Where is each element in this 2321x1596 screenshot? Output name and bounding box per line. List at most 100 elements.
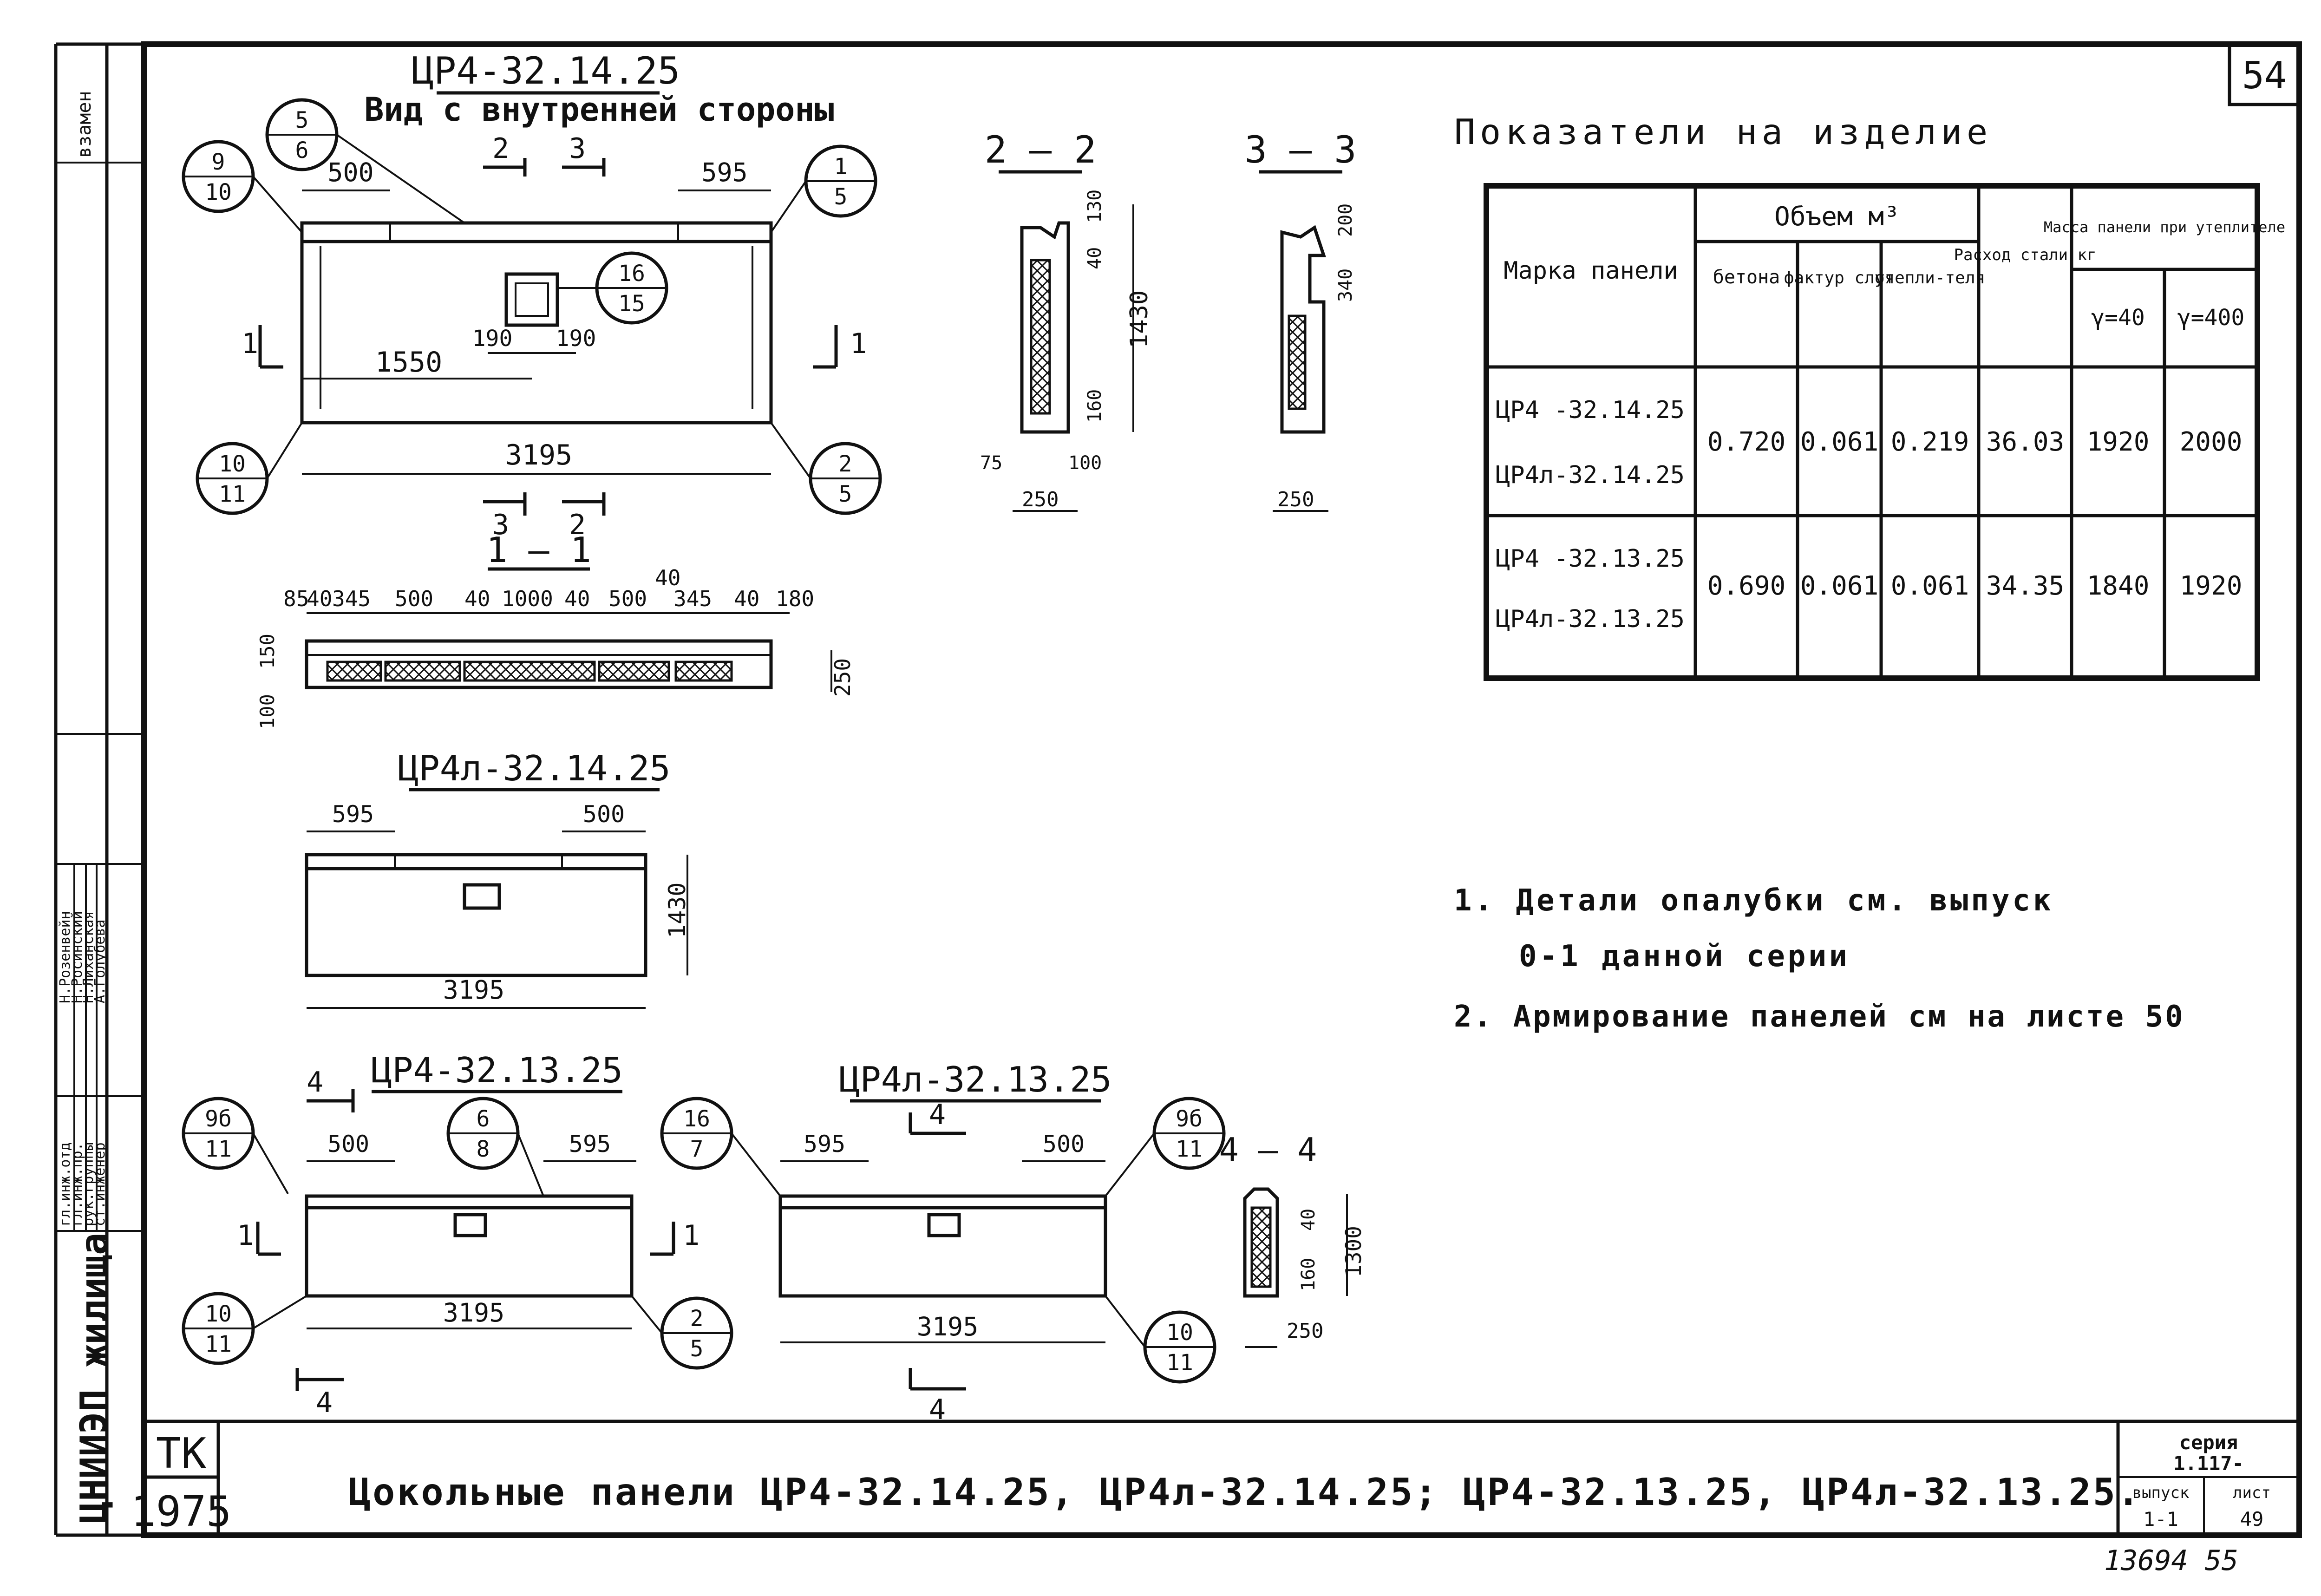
title-block: TK 1975 Цокольные панели ЦР4-32.14.25, Ц…	[131, 1421, 2299, 1536]
signature-name-3: Н.Лиханская	[80, 911, 97, 1003]
s11-dim-7: 500	[608, 586, 647, 611]
main-sec1-left: 1	[242, 327, 258, 360]
callout-main-d-top: 16	[618, 261, 645, 287]
section-2-2: 2 — 2 130 40 1430 160 75 100 250	[980, 128, 1153, 512]
main-panel-view: ЦР4-32.14.25 Вид с внутренней стороны 50…	[182, 49, 882, 541]
row1-steel: 36.03	[1986, 427, 2065, 457]
section-4-4-title: 4 — 4	[1219, 1131, 1317, 1169]
callout-main-b-bottom: 10	[205, 179, 232, 205]
callout-main-a-top: 5	[295, 107, 309, 133]
s22-dim-top: 130	[1084, 190, 1105, 223]
panel-13-dim-right: 595	[569, 1131, 611, 1158]
hdr-g40: γ=40	[2091, 305, 2145, 331]
s11-dim-0: 85	[283, 586, 309, 611]
s22-dim-left: 75	[980, 452, 1002, 474]
main-mark: ЦР4-32.14.25	[412, 49, 680, 92]
row1-mark-a: ЦР4 -32.14.25	[1496, 396, 1685, 424]
main-dim-left: 500	[327, 157, 373, 187]
panel-l-14-dim-height: 1430	[664, 883, 691, 938]
notes: 1. Детали опалубки см. выпуск 0-1 данной…	[1454, 883, 2185, 1034]
s11-dim-8: 40	[655, 565, 680, 590]
panel-13-sec1-left: 1	[237, 1219, 254, 1252]
hdr-g400: γ=400	[2177, 305, 2245, 331]
panel-13-sec4-top: 4	[307, 1066, 323, 1099]
org-name: ЦНИИЭП жилища	[72, 1233, 116, 1524]
panel-13-sec1-right: 1	[683, 1219, 700, 1252]
s11-depth: 250	[830, 658, 855, 697]
callout-main-c-bottom: 5	[834, 184, 848, 210]
main-dim-hole-right: 190	[556, 326, 596, 352]
callout-main-f-bottom: 5	[839, 481, 852, 507]
callout-main-c-top: 1	[834, 154, 848, 180]
panel-13-mark: ЦР4-32.13.25	[371, 1050, 623, 1091]
callout-l13-c-bottom: 11	[1166, 1350, 1193, 1376]
main-sec3-bottom: 3	[492, 509, 509, 541]
callout-main-f-top: 2	[839, 451, 852, 477]
row2-steel: 34.35	[1986, 571, 2065, 601]
s22-dim-height: 1430	[1125, 290, 1153, 348]
panel-l-14-mark: ЦР4л-32.14.25	[398, 748, 671, 789]
left-strip: взамен Н.Розенвейн Н.Росинский Н.Лиханск…	[54, 42, 144, 1537]
panel-l-13-dim-right: 500	[1043, 1131, 1085, 1158]
main-subtitle: Вид с внутренней стороны	[364, 91, 834, 129]
series-label: серия	[2179, 1431, 2238, 1454]
callout-13-c-top: 10	[205, 1301, 232, 1327]
sheet-value: 49	[2240, 1508, 2264, 1531]
section-1-1: 1 — 1 85 40 345 500 40 1000 40 500 40 34…	[256, 530, 855, 729]
panel-l-14-dim-length: 3195	[443, 975, 504, 1005]
indicators-table: Показатели на изделие Марка панели Объем…	[1454, 111, 2285, 681]
note-1: 1. Детали опалубки см. выпуск	[1454, 883, 2053, 918]
row2-insulation: 0.061	[1891, 571, 1969, 601]
row2-g400: 1920	[2180, 571, 2243, 601]
hdr-insulation: утепли-теля	[1875, 268, 1985, 288]
sheet-title: Цокольные панели ЦР4-32.14.25, ЦР4л-32.1…	[348, 1471, 2141, 1514]
row2-g40: 1840	[2087, 571, 2150, 601]
signature-name-4: А.Голубева	[92, 919, 108, 1003]
main-dim-right: 595	[701, 157, 747, 187]
hdr-mark: Марка панели	[1504, 257, 1678, 285]
s44-dim-mid: 40	[1298, 1209, 1319, 1231]
callout-13-b-bottom: 8	[477, 1136, 490, 1162]
stamp-year: 1975	[131, 1487, 232, 1536]
callout-13-c-bottom: 11	[205, 1331, 232, 1357]
s11-dim-5: 1000	[502, 586, 553, 611]
signature-name-1: Н.Розенвейн	[57, 911, 73, 1003]
note-2: 2. Армирование панелей см на листе 50	[1454, 1000, 2185, 1034]
s33-dim-top: 200	[1335, 203, 1356, 237]
callout-l13-c-top: 10	[1166, 1320, 1193, 1346]
callout-l13-a-top: 16	[683, 1106, 710, 1132]
callout-13-a-top: 9б	[205, 1106, 232, 1132]
vzamen-label: взамен	[74, 91, 95, 158]
signature-role-3: рук.группы	[80, 1142, 97, 1226]
row2-mark-a: ЦР4 -32.13.25	[1496, 545, 1685, 573]
s11-height-100: 100	[256, 694, 279, 729]
panel-l-13-dim-length: 3195	[917, 1312, 978, 1341]
s22-dim-width: 250	[1022, 488, 1059, 511]
note-1-cont: 0-1 данной серии	[1519, 939, 1850, 974]
section-3-3: 3 — 3 200 340 250	[1245, 128, 1356, 512]
callout-13-d-top: 2	[690, 1306, 704, 1332]
s11-height-150: 150	[256, 634, 279, 669]
series-value: 1.117-	[2173, 1452, 2244, 1475]
panel-13-sec4-bottom: 4	[316, 1387, 333, 1419]
s11-dim-6: 40	[564, 586, 590, 611]
hdr-steel: Расход стали кг	[1954, 246, 2096, 264]
signature-role-2: гл.инж.пр.	[69, 1142, 85, 1226]
s44-dim-bottom: 160	[1298, 1258, 1319, 1291]
hdr-texture: фактур слоя	[1784, 268, 1895, 288]
signature-name-2: Н.Росинский	[69, 911, 85, 1003]
row1-mark-b: ЦР4л-32.14.25	[1496, 461, 1685, 489]
s44-dim-width: 250	[1287, 1319, 1323, 1343]
sheet-label: лист	[2233, 1484, 2271, 1502]
stamp-tk: TK	[156, 1429, 206, 1478]
main-dim-length: 3195	[505, 439, 573, 471]
section-2-2-title: 2 — 2	[985, 128, 1097, 171]
panel-l-14-dim-right: 500	[583, 801, 625, 828]
main-sec1-right: 1	[850, 327, 867, 360]
row2-mark-b: ЦР4л-32.13.25	[1496, 605, 1685, 633]
s11-dim-4: 40	[464, 586, 490, 611]
panel-l-14-dim-left: 595	[332, 801, 374, 828]
s11-dim-3: 500	[395, 586, 433, 611]
hdr-volume: Объем м³	[1774, 202, 1900, 232]
